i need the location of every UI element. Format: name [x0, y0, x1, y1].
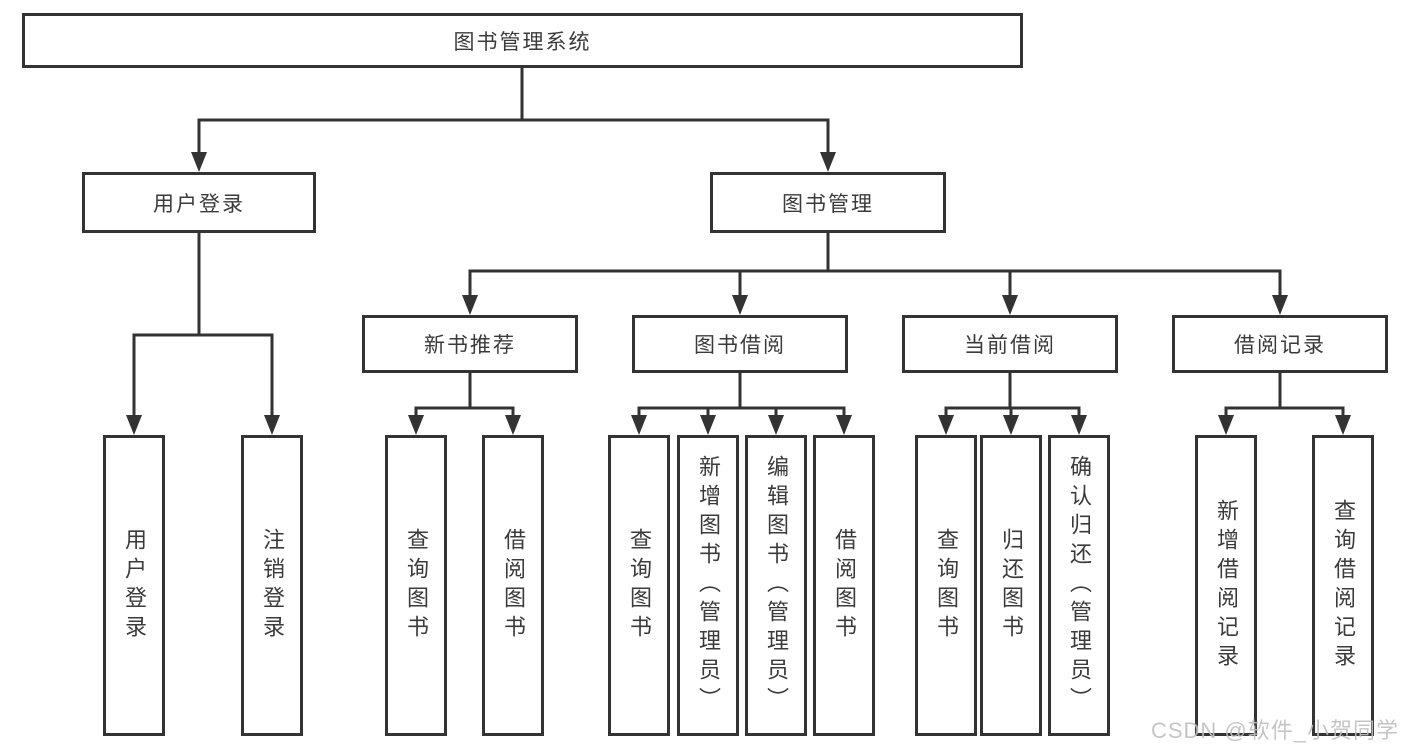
leaf-add-borrow-record-label: 新增借阅记录 [1214, 498, 1239, 673]
leaf-query-borrow-record-label: 查询借阅记录 [1331, 498, 1356, 673]
leaf-add-book-admin: 新增图书（管理员） [677, 435, 739, 736]
leaf-borrow-book-recommend-label: 借阅图书 [501, 527, 526, 644]
node-user-login-label: 用户登录 [153, 192, 245, 216]
node-user-login: 用户登录 [82, 172, 316, 233]
leaf-borrow-book-label: 借阅图书 [832, 527, 857, 644]
node-current-borrow: 当前借阅 [902, 315, 1118, 373]
leaf-query-book-borrow: 查询图书 [608, 435, 670, 736]
leaf-query-borrow-record: 查询借阅记录 [1312, 435, 1374, 736]
leaf-confirm-return-admin-label: 确认归还（管理员） [1067, 455, 1092, 716]
node-borrow-records: 借阅记录 [1172, 315, 1388, 373]
leaf-user-login-label: 用户登录 [122, 527, 147, 644]
leaf-query-book-borrow-label: 查询图书 [627, 527, 652, 644]
leaf-logout-label: 注销登录 [260, 527, 285, 644]
leaf-query-book-recommend-label: 查询图书 [404, 527, 429, 644]
node-root-label: 图书管理系统 [453, 30, 592, 54]
leaf-logout: 注销登录 [241, 435, 303, 736]
leaf-edit-book-admin-label: 编辑图书（管理员） [764, 455, 789, 716]
node-book-borrow: 图书借阅 [632, 315, 848, 373]
leaf-return-book: 归还图书 [980, 435, 1042, 736]
leaf-confirm-return-admin: 确认归还（管理员） [1048, 435, 1110, 736]
leaf-add-book-admin-label: 新增图书（管理员） [696, 455, 721, 716]
leaf-query-book-recommend: 查询图书 [385, 435, 447, 736]
node-book-borrow-label: 图书借阅 [694, 334, 786, 357]
node-current-borrow-label: 当前借阅 [964, 334, 1056, 357]
csdn-watermark: CSDN @软件_小贺同学 [1150, 718, 1399, 743]
leaf-edit-book-admin: 编辑图书（管理员） [745, 435, 807, 736]
leaf-user-login: 用户登录 [103, 435, 165, 736]
leaf-borrow-book: 借阅图书 [813, 435, 875, 736]
node-new-book-recommend: 新书推荐 [362, 315, 578, 373]
leaf-borrow-book-recommend: 借阅图书 [482, 435, 544, 736]
node-borrow-records-label: 借阅记录 [1234, 334, 1326, 357]
node-book-management: 图书管理 [710, 172, 946, 233]
connector-arrowheads [126, 152, 1351, 435]
connector-lines [132, 67, 1345, 421]
node-root: 图书管理系统 [22, 13, 1023, 68]
node-new-book-recommend-label: 新书推荐 [424, 334, 516, 357]
leaf-query-book-current: 查询图书 [915, 435, 977, 736]
leaf-return-book-label: 归还图书 [999, 527, 1024, 644]
leaf-query-book-current-label: 查询图书 [934, 527, 959, 644]
leaf-add-borrow-record: 新增借阅记录 [1195, 435, 1257, 736]
node-book-management-label: 图书管理 [782, 192, 874, 216]
